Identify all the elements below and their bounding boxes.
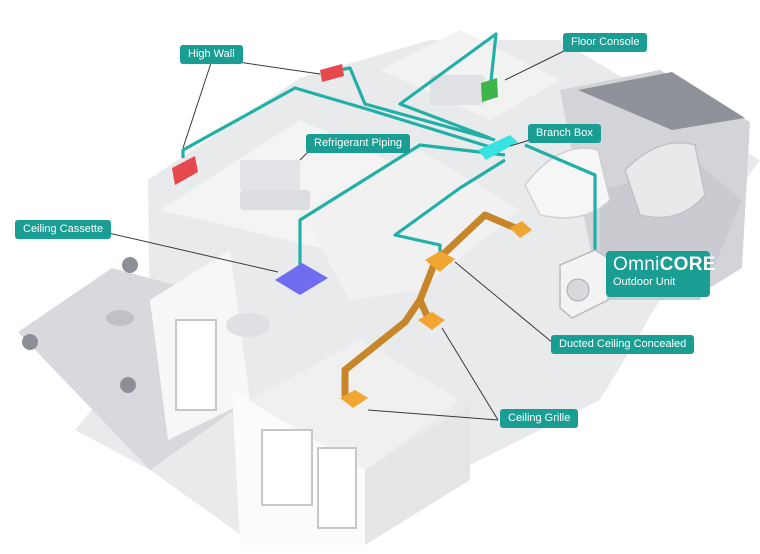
garage-roof-edge (578, 72, 745, 130)
front-wall-right (365, 405, 470, 545)
label-floor-console: Floor Console (563, 33, 648, 52)
branch-box-unit (478, 135, 518, 160)
pipe-high-wall-left (181, 86, 501, 158)
pipe-ducted (393, 158, 506, 260)
duct-outlet-mid (418, 312, 445, 330)
pipe-floor-console (398, 32, 498, 140)
label-ducted-ceiling-concealed: Ducted Ceiling Concealed (551, 335, 695, 354)
bookshelf (240, 160, 300, 190)
duct-outlet-top (510, 221, 532, 238)
plant-3 (120, 377, 136, 393)
omnicore-brand-bold: CORE (659, 254, 716, 275)
refrigerant-piping (181, 32, 597, 272)
car-grey (624, 142, 706, 219)
window-front-1 (261, 429, 313, 506)
leader-grille-2 (367, 409, 499, 421)
outdoor-unit-fan (566, 278, 590, 302)
omnicore-outdoor-label: OmniCORE Outdoor Unit (606, 251, 715, 297)
leader-high-wall-2 (237, 61, 321, 75)
omnicore-subtitle: Outdoor Unit (613, 276, 676, 288)
duct-main (431, 211, 524, 266)
label-ceiling-grille: Ceiling Grille (500, 409, 579, 428)
sofa (240, 190, 310, 210)
label-ceiling-cassette: Ceiling Cassette (15, 220, 112, 239)
patio-table (106, 310, 134, 326)
label-high-wall: High Wall (180, 45, 243, 64)
plant-1 (122, 257, 138, 273)
pipe-cassette (298, 143, 506, 272)
leader-ducted (454, 261, 554, 344)
duct-outlet-main (425, 251, 455, 272)
leader-high-wall-1 (182, 59, 213, 149)
leader-lines (103, 49, 567, 421)
leader-cassette (103, 231, 279, 273)
window-left (175, 319, 217, 411)
leader-grille-1 (441, 327, 499, 421)
duct-mid (416, 296, 432, 322)
label-branch-box: Branch Box (528, 124, 601, 143)
car-white (524, 147, 611, 219)
leader-branch-box (509, 139, 531, 147)
duct-outlet-bottom (340, 390, 368, 408)
pipe-outdoor (524, 143, 597, 252)
dining-table (226, 313, 270, 337)
high-wall-unit-top (320, 64, 344, 82)
high-wall-unit-left (172, 156, 198, 185)
ceiling-cassette-unit (275, 263, 328, 295)
label-refrigerant-piping: Refrigerant Piping (306, 134, 411, 153)
leader-floor-console (504, 49, 567, 81)
floor-console-unit (481, 78, 498, 102)
omnicore-brand-thin: Omni (613, 254, 660, 275)
window-front-2 (317, 447, 357, 529)
plant-2 (22, 334, 38, 350)
bed (430, 75, 485, 105)
